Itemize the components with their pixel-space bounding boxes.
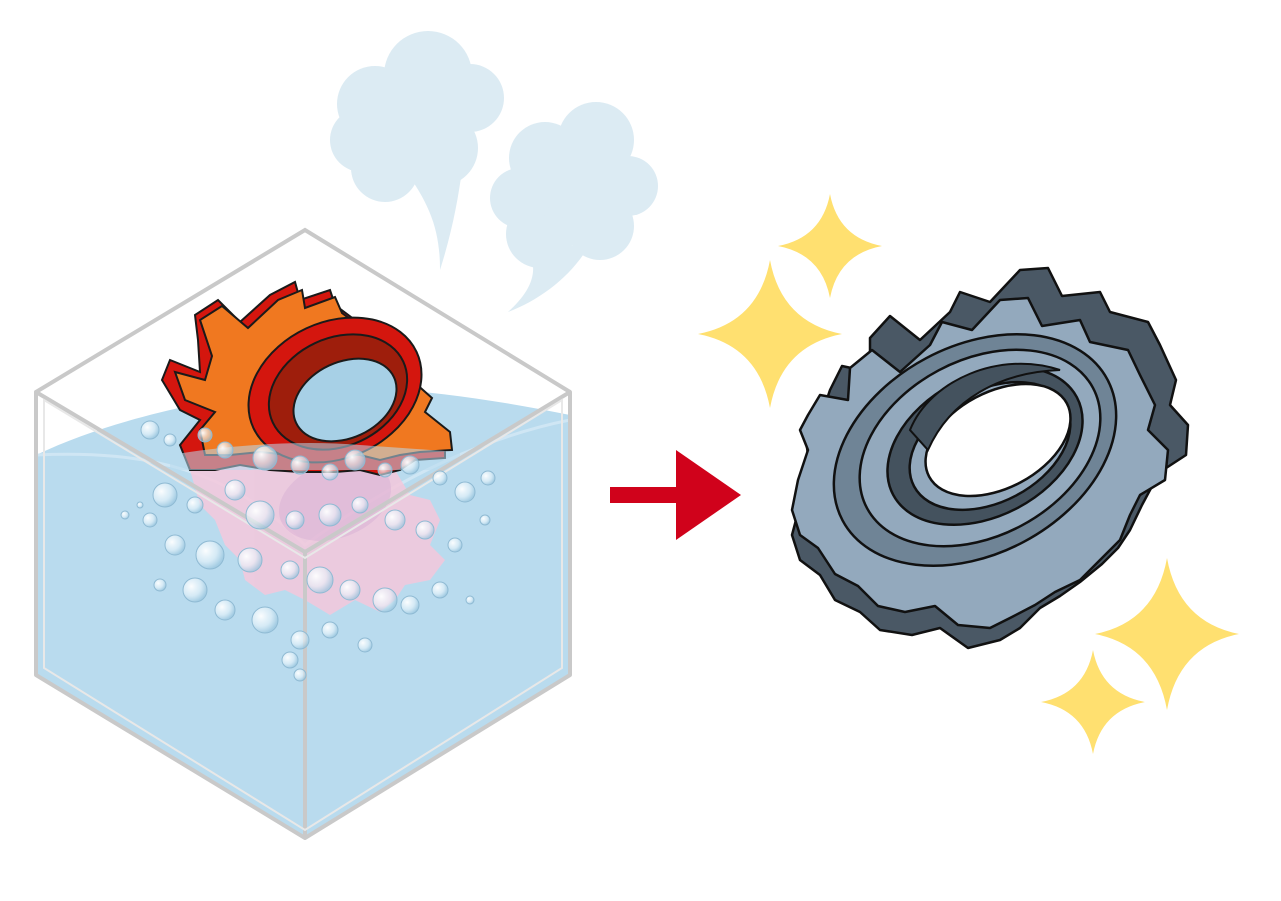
bubble xyxy=(480,470,496,486)
arrow-right-icon xyxy=(610,450,741,540)
bubble xyxy=(142,512,158,528)
bubble xyxy=(224,479,246,501)
bubble xyxy=(431,581,449,599)
bubble xyxy=(136,501,144,509)
bubble xyxy=(237,547,263,573)
bubble xyxy=(400,595,420,615)
bubble xyxy=(290,630,310,650)
clean-gear-icon xyxy=(790,266,1190,650)
bubble xyxy=(384,509,406,531)
sparkle xyxy=(698,260,842,408)
bubble xyxy=(280,560,300,580)
bubble xyxy=(465,595,475,605)
bubble xyxy=(281,651,299,669)
bubble xyxy=(306,566,334,594)
bubble xyxy=(344,449,366,471)
bubble xyxy=(251,606,279,634)
bubble xyxy=(216,441,234,459)
bubble xyxy=(377,462,393,478)
bubble xyxy=(152,482,178,508)
sparkle xyxy=(1095,558,1239,710)
bubble xyxy=(290,455,310,475)
bubble xyxy=(153,578,167,592)
bubble xyxy=(321,621,339,639)
bubble xyxy=(285,510,305,530)
bubbles-icon xyxy=(120,420,496,682)
bubble xyxy=(372,587,398,613)
sparkle-icon xyxy=(698,194,1239,754)
bubble xyxy=(245,500,275,530)
bubble xyxy=(195,540,225,570)
tank-frame xyxy=(34,390,572,840)
bubble xyxy=(182,577,208,603)
bubble xyxy=(120,510,130,520)
bubble xyxy=(432,470,448,486)
bubble xyxy=(214,599,236,621)
bubble xyxy=(140,420,160,440)
sparkle xyxy=(1041,650,1145,754)
bubble xyxy=(339,579,361,601)
bubble xyxy=(252,445,278,471)
bubble xyxy=(186,496,204,514)
bubble xyxy=(479,514,491,526)
bubble xyxy=(351,496,369,514)
steam-cloud-icon xyxy=(330,31,658,312)
bubble xyxy=(357,637,373,653)
cleaning-tank-icon xyxy=(34,227,572,394)
bubble xyxy=(454,481,476,503)
bubble xyxy=(164,534,186,556)
bubble xyxy=(293,668,307,682)
bubble xyxy=(415,520,435,540)
sparkle xyxy=(778,194,882,298)
bubble xyxy=(321,463,339,481)
bubble xyxy=(400,455,420,475)
bubble xyxy=(447,537,463,553)
bubble xyxy=(197,427,213,443)
bubble xyxy=(318,503,342,527)
bubble xyxy=(163,433,177,447)
